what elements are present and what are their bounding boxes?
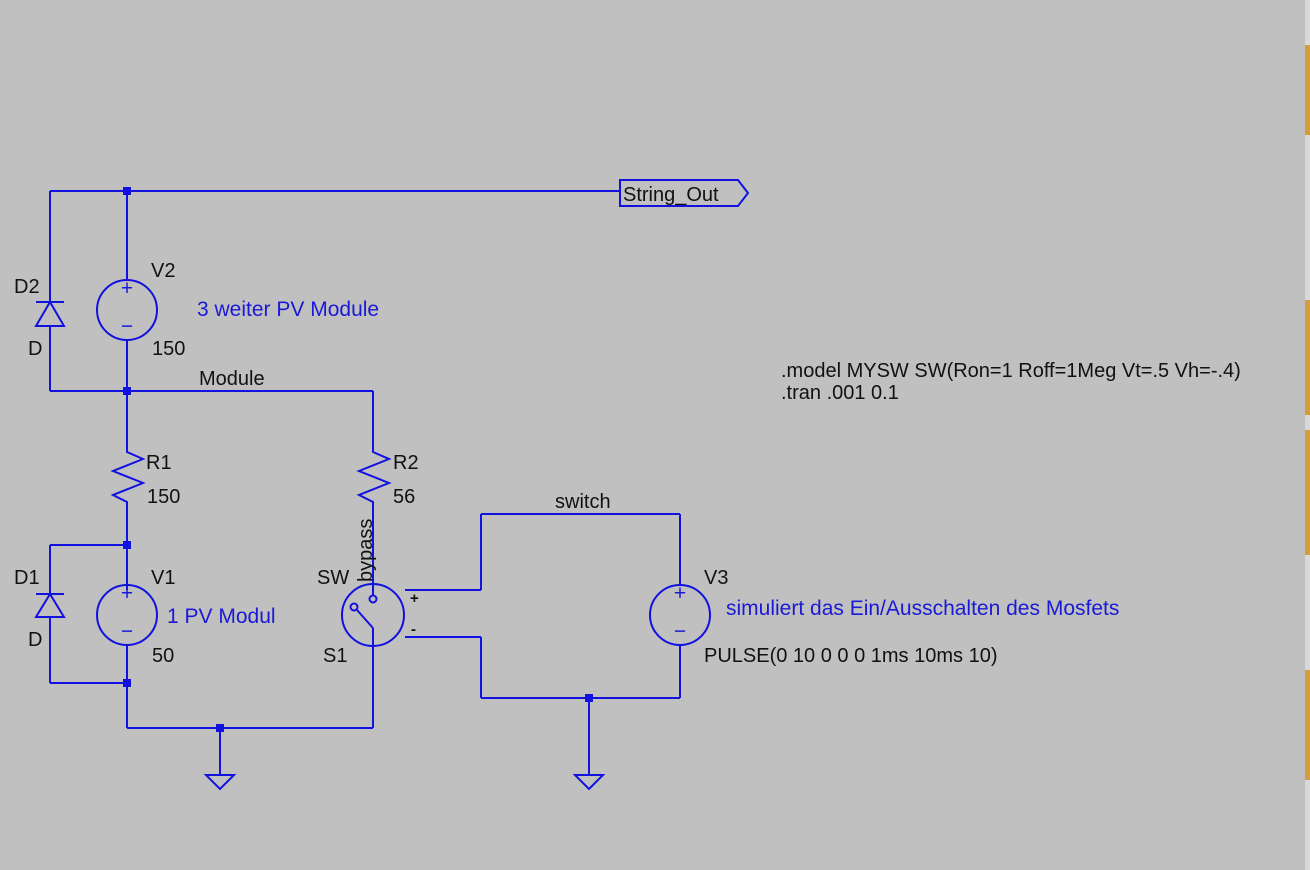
v3-comment: simuliert das Ein/Ausschalten des Mosfet… (726, 597, 1119, 620)
s1-model: SW (317, 567, 349, 589)
d1-model: D (28, 629, 42, 651)
window-edge-fragment (1305, 300, 1310, 415)
wires (49, 190, 681, 775)
r1-value: 150 (147, 486, 180, 508)
v1-value: 50 (152, 645, 174, 667)
bypass-net-label: bypass (355, 519, 377, 582)
v3-value: PULSE(0 10 0 0 0 1ms 10ms 10) (704, 645, 997, 667)
v2-value: 150 (152, 338, 185, 360)
minus-sign: − (674, 620, 686, 643)
module-net-label: Module (199, 368, 265, 390)
voltage-source-v2[interactable]: + − (96, 277, 158, 341)
string-out-label: String_Out (623, 184, 719, 206)
string-out-port[interactable]: String_Out (619, 179, 750, 207)
minus-sign: − (121, 315, 133, 338)
r2-ref: R2 (393, 452, 419, 474)
s1-ref: S1 (323, 645, 347, 667)
d1-ref: D1 (14, 567, 40, 589)
v1-ref: V1 (151, 567, 175, 589)
tran-directive[interactable]: .tran .001 0.1 (781, 382, 899, 404)
v2-comment: 3 weiter PV Module (197, 298, 379, 321)
window-edge-fragment (1305, 430, 1310, 555)
plus-sign: + (674, 582, 686, 605)
plus-sign: + (121, 277, 133, 300)
switch-s1[interactable]: + - (341, 583, 419, 647)
d2-ref: D2 (14, 276, 40, 298)
window-edge-fragment (1305, 670, 1310, 780)
diode-d1[interactable] (34, 590, 66, 622)
junction-dots (123, 187, 593, 732)
window-edge-fragment (1305, 45, 1310, 135)
r2-value: 56 (393, 486, 415, 508)
r1-ref: R1 (146, 452, 172, 474)
ground-symbol-left[interactable] (203, 774, 237, 791)
resistor-r2[interactable] (356, 445, 392, 510)
resistor-r1[interactable] (110, 445, 146, 510)
diode-d2[interactable] (34, 285, 66, 345)
plus-sign: + (121, 582, 133, 605)
s1-minus-terminal: - (411, 621, 416, 638)
minus-sign: − (121, 620, 133, 643)
voltage-source-v1[interactable]: + − (96, 582, 158, 646)
model-directive[interactable]: .model MYSW SW(Ron=1 Roff=1Meg Vt=.5 Vh=… (781, 360, 1241, 382)
v1-comment: 1 PV Modul (167, 605, 276, 628)
d2-model: D (28, 338, 42, 360)
v3-ref: V3 (704, 567, 728, 589)
voltage-source-v3[interactable]: + − (649, 582, 711, 646)
ground-symbol-right[interactable] (572, 774, 606, 791)
switch-net-label: switch (555, 491, 611, 513)
s1-plus-terminal: + (410, 590, 419, 607)
v2-ref: V2 (151, 260, 175, 282)
